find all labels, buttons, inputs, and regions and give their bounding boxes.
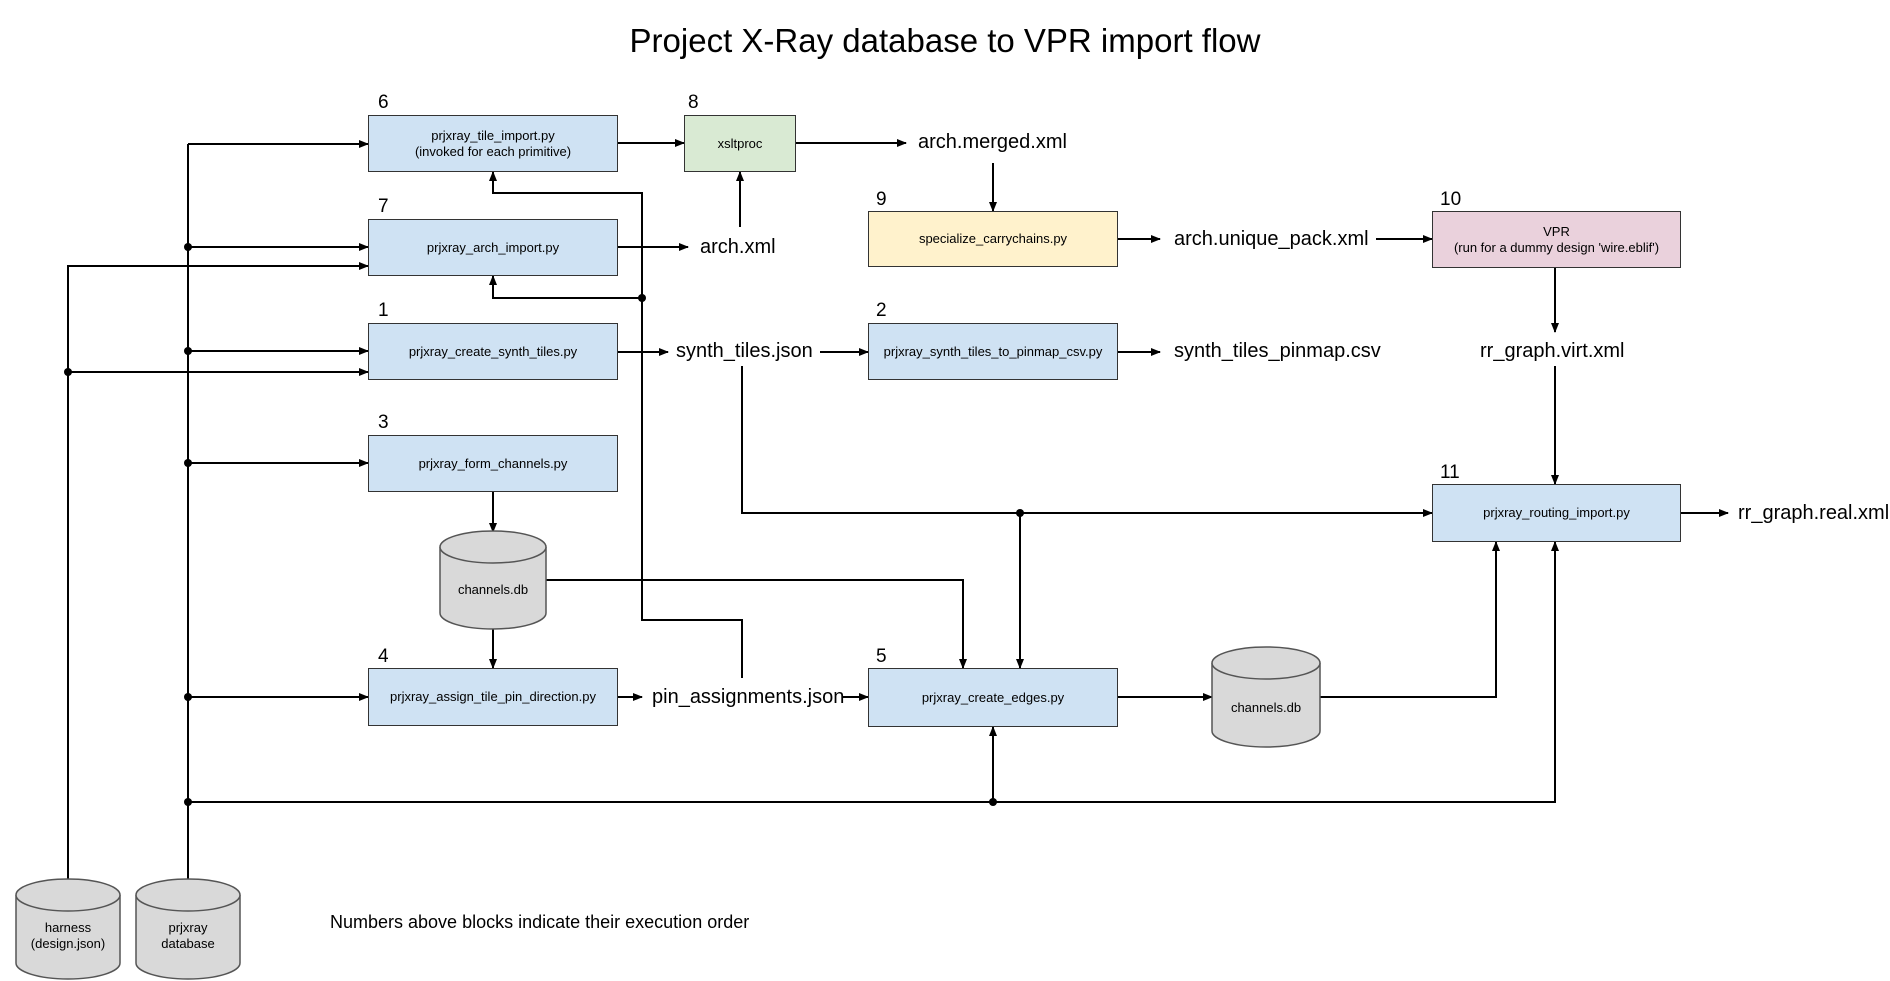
junction-dot: [1016, 509, 1024, 517]
file-synth-tiles-json: synth_tiles.json: [676, 340, 813, 362]
step-number-vpr: 10: [1440, 189, 1462, 210]
step-number-form-channels: 3: [378, 412, 389, 433]
block-create-edges: prjxray_create_edges.py: [868, 668, 1118, 727]
block-vpr-label: VPR: [1543, 223, 1570, 239]
database-cylinder-harness: [15, 878, 121, 980]
junction-dot: [184, 693, 192, 701]
step-number-specialize-carrychains: 9: [876, 189, 887, 210]
block-tile-import: prjxray_tile_import.py (invoked for each…: [368, 115, 618, 172]
block-vpr: VPR (run for a dummy design 'wire.eblif'…: [1432, 211, 1681, 268]
wire-db-bottom-bus: [188, 541, 1559, 803]
wire-channels-db-to-routing-import: [1320, 541, 1500, 698]
db-label-harness-line1: harness: [44, 920, 92, 935]
block-assign-pin-direction: prjxray_assign_tile_pin_direction.py: [368, 668, 618, 726]
database-cylinder-prjxray: [135, 878, 241, 980]
wire-synth-tiles-json-to-routing-import: [741, 366, 1433, 517]
db-label-channels-db-2: channels.db: [1230, 700, 1302, 715]
file-pin-assignments-json: pin_assignments.json: [652, 686, 845, 708]
step-number-synth-tiles-to-pinmap: 2: [876, 300, 887, 321]
block-create-synth-tiles: prjxray_create_synth_tiles.py: [368, 323, 618, 380]
db-label-prjxray-line1: prjxray: [168, 920, 208, 935]
step-number-assign-pin-direction: 4: [378, 646, 389, 667]
file-arch-merged-xml: arch.merged.xml: [918, 131, 1067, 153]
block-specialize-carrychains: specialize_carrychains.py: [868, 211, 1118, 267]
execution-order-note: Numbers above blocks indicate their exec…: [330, 912, 750, 932]
junction-dot: [184, 798, 192, 806]
file-arch-xml: arch.xml: [700, 236, 776, 258]
block-vpr-sublabel: (run for a dummy design 'wire.eblif'): [1453, 239, 1660, 255]
block-tile-import-sublabel: (invoked for each primitive): [414, 143, 572, 159]
file-rr-graph-real-xml: rr_graph.real.xml: [1738, 502, 1890, 524]
step-number-xsltproc: 8: [688, 92, 699, 113]
file-synth-tiles-pinmap-csv: synth_tiles_pinmap.csv: [1174, 340, 1381, 362]
junction-dot: [638, 294, 646, 302]
db-label-prjxray: prjxray database: [136, 918, 240, 954]
junction-dot: [989, 798, 997, 806]
junction-dot: [184, 243, 192, 251]
block-xsltproc: xsltproc: [684, 115, 796, 172]
harness-trunk: [67, 262, 369, 880]
junction-dot: [184, 459, 192, 467]
db-label-channels-db-1: channels.db: [457, 582, 529, 597]
wire-pin-assignments-to-arch-import: [489, 275, 642, 299]
step-number-create-edges: 5: [876, 646, 887, 667]
file-rr-graph-virt-xml: rr_graph.virt.xml: [1480, 340, 1625, 362]
step-number-arch-import: 7: [378, 196, 389, 217]
block-arch-import: prjxray_arch_import.py: [368, 219, 618, 276]
wire-pin-assignments-feedback: [489, 171, 743, 678]
step-number-create-synth-tiles: 1: [378, 300, 389, 321]
block-synth-tiles-to-pinmap: prjxray_synth_tiles_to_pinmap_csv.py: [868, 323, 1118, 380]
block-routing-import: prjxray_routing_import.py: [1432, 484, 1681, 542]
database-cylinder-channels-db-2: [1211, 646, 1321, 748]
step-number-routing-import: 11: [1440, 462, 1460, 483]
db-label-harness-line2: (design.json): [30, 936, 106, 951]
file-arch-unique-pack-xml: arch.unique_pack.xml: [1174, 228, 1369, 250]
database-cylinder-channels-db-1: [439, 530, 547, 630]
step-number-tile-import: 6: [378, 92, 389, 113]
db-label-harness: harness (design.json): [16, 918, 120, 954]
junction-dot: [64, 368, 72, 376]
db-label-prjxray-line2: database: [161, 936, 215, 951]
block-tile-import-label: prjxray_tile_import.py: [431, 127, 555, 143]
diagram-title: Project X-Ray database to VPR import flo…: [629, 22, 1261, 59]
junction-dot: [184, 347, 192, 355]
wire-channels-db-to-create-edges: [546, 579, 967, 669]
block-form-channels: prjxray_form_channels.py: [368, 435, 618, 492]
